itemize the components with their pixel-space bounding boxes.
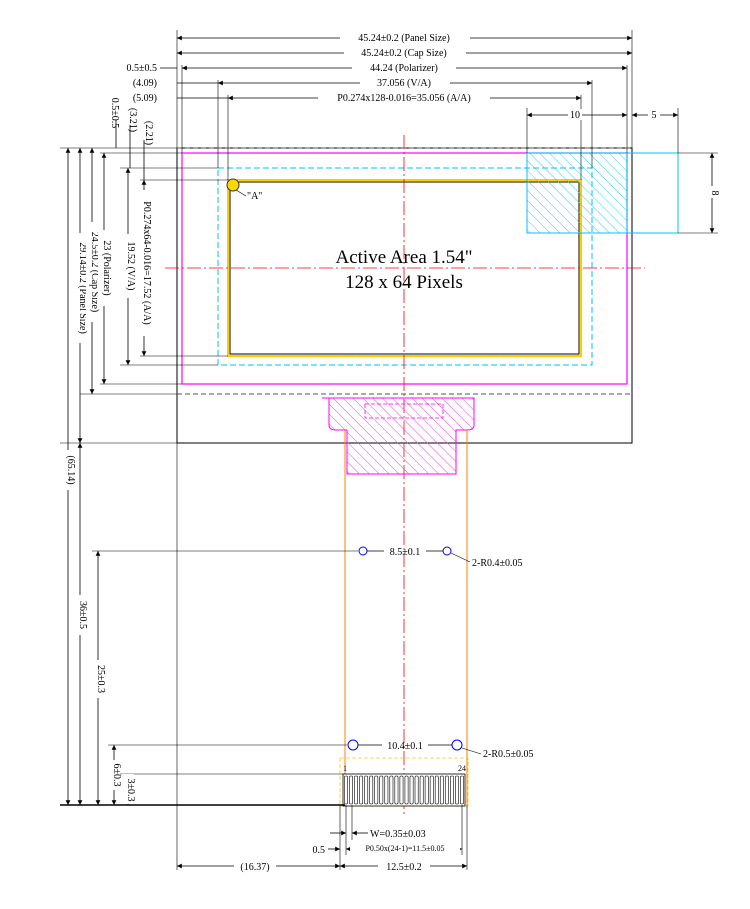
viewing-area-outline [217,167,593,366]
dim-tab-width: 10 [570,110,580,121]
dim-cap-size: 45.24±0.2 (Cap Size) [361,48,446,59]
dim-va-height: 19.52 (V/A) [125,242,136,291]
hole-small-right [442,546,452,556]
dim-offset-321: (3.21) [127,108,138,132]
fpc-connector [322,397,475,807]
fpc-pin-group [344,775,464,805]
dim-offset-509: (5.09) [133,93,157,104]
fpc-pin [409,775,414,805]
fpc-pin [404,775,409,805]
fpc-pin [460,775,464,805]
fpc-pin [434,775,439,805]
dim-va: 37.056 (V/A) [377,78,431,89]
pin-first-label: 1 [343,764,347,773]
fpc-pin [414,775,419,805]
fpc-pin [374,775,379,805]
bottom-dimensions: W=0.35±0.03 0.5 P0.50x(24-1)=11.5±0.05 (… [176,443,468,873]
dim-pin-offset: 0.5 [313,845,326,856]
dim-panel-size: 45.24±0.2 (Panel Size) [358,33,450,44]
dim-total-length: (65.14) [65,455,76,484]
fpc-pin [349,775,353,805]
dim-fpc-left-offset: (16.37) [240,862,269,873]
protective-tab [526,152,679,234]
fpc-pin [369,775,374,805]
fpc-pin [379,775,384,805]
dim-offset-221: (2.21) [143,121,154,145]
pin-last-label: 24 [458,764,466,773]
hole-radius-small: 2-R0.4±0.05 [472,558,523,569]
dim-polarizer-height: 23 (Polarizer) [101,240,112,295]
fpc-pin [450,775,454,805]
dim-cap-height: 24.5±0.2 (Cap Size) [89,232,100,312]
hole-radius-large: 2-R0.5±0.05 [483,749,534,760]
dim-polarizer-offset: 0.5±0.5 [127,63,158,74]
dim-pin-pitch: P0.50x(24-1)=11.5±0.05 [365,844,444,853]
hole-spacing-small: 8.5±0.1 [390,547,421,558]
dim-panel-height: 29.14±0.2 (Panel Size) [77,242,88,334]
right-dimensions: 8 [678,152,720,234]
polarizer-outline [181,152,628,385]
fpc-pin [424,775,429,805]
fpc-pin [399,775,404,805]
fpc-pin [394,775,399,805]
fpc-pin [439,775,444,805]
dim-tab-gap: 5 [652,110,657,121]
fpc-pin [389,775,394,805]
fpc-pin [455,775,459,805]
dim-top-offset: 0.5±0.5 [109,98,120,129]
dim-pin-width: W=0.35±0.03 [370,829,426,840]
dim-hole-distance: 25±0.3 [95,665,106,693]
top-dimensions: 45.24±0.2 (Panel Size) 45.24±0.2 (Cap Si… [127,30,679,180]
hole-small-left [358,546,368,556]
fpc-pin [444,775,449,805]
dim-offset-409: (4.09) [133,78,157,89]
fpc-pin [344,775,348,805]
dim-stiffener-6: 6±0.3 [111,764,122,787]
pixel-a-label: "A" [247,191,262,202]
dim-fpc-width: 12.5±0.2 [386,862,422,873]
dim-aa: P0.274x128-0.016=35.056 (A/A) [337,93,470,104]
left-dimensions: (65.14) 29.14±0.2 (Panel Size) 24.5±0.2 … [60,98,358,806]
fpc-pin [429,775,434,805]
fpc-pin [364,775,369,805]
dim-fpc-length: 36±0.5 [77,601,88,629]
active-area-resolution: 128 x 64 Pixels [345,272,463,293]
dim-stiffener-3: 3±0.3 [125,779,136,802]
active-area-title: Active Area 1.54" [335,247,472,268]
dim-aa-height: P0.274x64-0.016=17.52 (A/A) [141,201,152,324]
fpc-pin [354,775,358,805]
fpc-pin [359,775,364,805]
hole-large-right [451,739,463,751]
hole-large-left [347,739,359,751]
dim-polarizer: 44.24 (Polarizer) [370,63,438,74]
fpc-pin [384,775,389,805]
fpc-pin [419,775,424,805]
hole-spacing-large: 10.4±0.1 [387,741,423,752]
dim-tab-height: 8 [709,191,720,196]
pixel-a-marker [226,178,240,192]
